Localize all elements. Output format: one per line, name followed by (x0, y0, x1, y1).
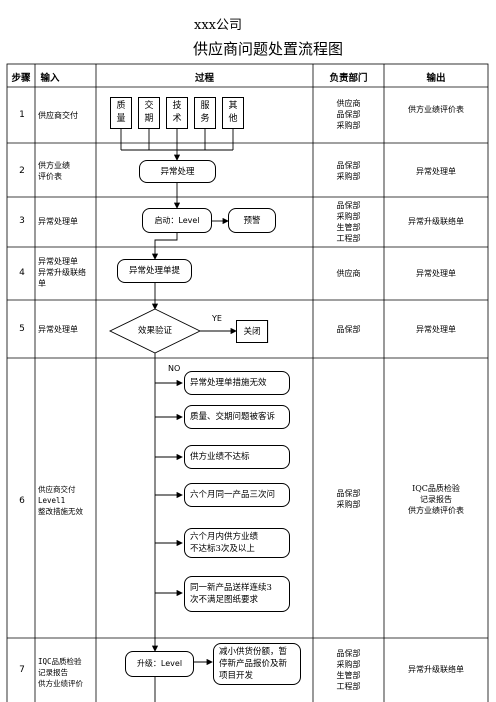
step-number: 5 (19, 324, 25, 334)
verify-label: 效果验证 (137, 326, 172, 336)
table-grid (6, 63, 489, 702)
trigger-repeat-issue: 六个月同一产品三次问 (184, 483, 290, 507)
upgrade-level-box: 升级：Level (125, 651, 194, 677)
step-number: 2 (19, 166, 25, 176)
row-input: 异常处理单 (38, 217, 78, 226)
row-output: 异常处理单 (416, 167, 456, 176)
row-input: 供方业绩 评价表 (38, 161, 70, 181)
submit-exception-box: 异常处理单提 (117, 259, 192, 283)
row-input: IQC品质检验 记录报告 供方业绩评价 (38, 657, 83, 688)
trigger-customer-complaint: 质量、交期问题被客诉 (184, 405, 290, 429)
company-title: xxx公司 (194, 18, 242, 33)
no-label: NO (168, 364, 181, 373)
row-output: IQC品质检验 记录报告 供方业绩评价表 (408, 484, 464, 515)
row-dept: 品保部 采购部 (336, 489, 361, 509)
trigger-measures-ineffective: 异常处理单措施无效 (184, 371, 290, 395)
start-level-box: 启动：Level (142, 208, 212, 233)
row-dept: 品保部 采购部 生管部 工程部 (336, 201, 361, 243)
yes-label: YE (212, 314, 222, 323)
row-dept: 供应商 (336, 269, 361, 278)
row-input: 供应商交付 (38, 111, 78, 120)
step-number: 1 (19, 110, 25, 120)
step-number: 4 (19, 268, 25, 278)
trigger-performance-3x: 六个月内供方业绩 不达标3次及以上 (184, 528, 290, 558)
step-number: 7 (19, 665, 25, 675)
row-output: 异常升级联络单 (408, 665, 464, 674)
header-output: 输出 (426, 73, 446, 84)
category-quality: 质 量 (110, 97, 132, 129)
flowchart-title: 供应商问题处置流程图 (192, 40, 343, 58)
row-input: 供应商交付 Level1 整改措施无效 (38, 485, 83, 516)
flow-connectors (120, 129, 237, 702)
step-number: 3 (19, 216, 25, 226)
row-dept: 品保部 (336, 325, 361, 334)
trigger-performance-fail: 供方业绩不达标 (184, 445, 290, 469)
row-output: 异常处理单 (416, 325, 456, 334)
step-number: 6 (19, 496, 25, 506)
row-input: 异常处理单 异常升级联络 单 (38, 257, 86, 288)
header-dept: 负责部门 (329, 73, 368, 84)
category-other: 其 他 (222, 97, 244, 129)
exception-handling-box: 异常处理 (139, 160, 216, 183)
category-technology: 技 术 (166, 97, 188, 129)
category-service: 服 务 (194, 97, 216, 129)
row-dept: 品保部 采购部 生管部 工程部 (336, 649, 361, 691)
category-delivery: 交 期 (138, 97, 160, 129)
upgrade-action-box: 减小供货份额，暂 停新产品报价及新 项目开发 (213, 643, 301, 685)
decision-diamond (108, 308, 202, 354)
warning-box: 预警 (228, 208, 276, 233)
row-output: 供方业绩评价表 (408, 105, 464, 114)
row-output: 异常处理单 (416, 269, 456, 278)
row-output: 异常升级联络单 (408, 217, 464, 226)
trigger-sample-fail: 同一新产品送样连续3 次不满足图纸要求 (184, 576, 290, 612)
close-box: 关闭 (236, 320, 268, 343)
row-dept: 供应商 品保部 采购部 (336, 99, 361, 130)
header-process: 过程 (194, 73, 214, 84)
header-step: 步骤 (11, 73, 31, 84)
row-dept: 品保部 采购部 (336, 161, 361, 181)
header-input: 输入 (40, 73, 60, 84)
row-input: 异常处理单 (38, 325, 78, 334)
